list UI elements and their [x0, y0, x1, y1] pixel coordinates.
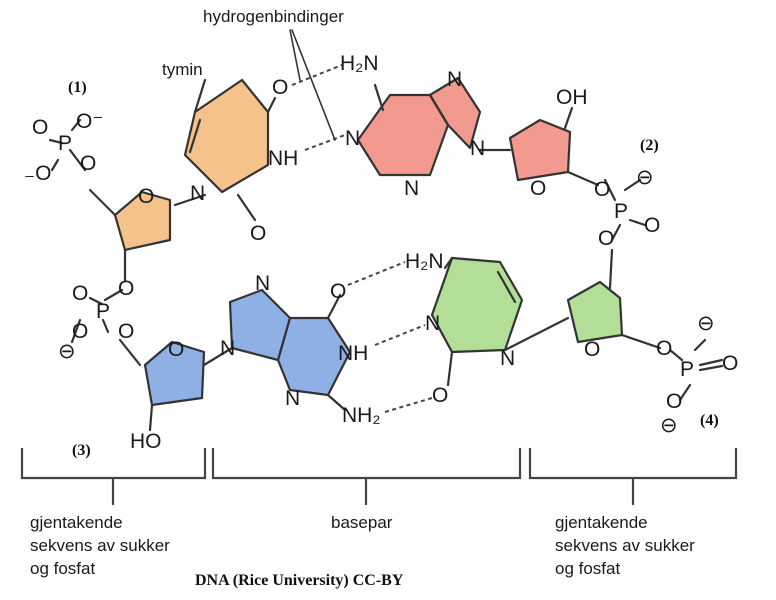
right-backbone-caption-line-1: gjentakende [555, 513, 648, 532]
middle-bracket [211, 448, 522, 505]
adenine-n3: N [404, 177, 419, 200]
right-phosphate-top-charge: ⊖ [636, 166, 654, 189]
right-phosphate-bottom-charge-bottom: ⊖ [660, 414, 678, 437]
cytosine-sugar-o: O [584, 338, 600, 361]
right-phosphate-bottom-o-right: O [722, 352, 738, 375]
right-phosphate-top-o-link: O [594, 178, 610, 201]
right-backbone-caption-line-2: sekvens av sukker [555, 536, 695, 555]
hydrogen-bonds-label: hydrogenbindinger [203, 7, 344, 26]
adenine-sugar-o: O [530, 177, 546, 200]
adenine-sugar-oh: OH [556, 86, 588, 109]
marker-3: (3) [72, 442, 91, 459]
marker-4: (4) [700, 412, 719, 429]
credit-caption: DNA (Rice University) CC-BY [195, 572, 404, 589]
cytosine-ring [432, 258, 522, 352]
hbond-thymine-adenine-2 [304, 134, 346, 151]
hydrogen-bond-pointers [289, 29, 336, 141]
guanine-nh2: NH₂ [342, 404, 380, 427]
thymine-n1: N [190, 182, 205, 205]
cytosine-n1: N [500, 347, 515, 370]
left-phosphate-mid-p: P [96, 300, 110, 323]
left-phosphate-mid-charge: ⊖ [58, 340, 76, 363]
right-phosphate-bottom-o-link: O [656, 337, 672, 360]
guanine-n-top: N [255, 272, 270, 295]
left-phosphate-top-o-minus: O⁻ [76, 110, 103, 133]
ring-fills [115, 78, 622, 405]
guanine-sugar-o: O [168, 338, 184, 361]
hbond-guanine-cytosine-1 [347, 261, 406, 286]
hbond-guanine-cytosine-2 [374, 324, 426, 346]
base-pair-caption: basepar [331, 513, 393, 532]
adenine-n9: N [470, 137, 485, 160]
adenine-six-ring [358, 95, 448, 175]
right-phosphate-bottom-charge-top: ⊖ [697, 312, 715, 335]
right-phosphate-bottom-p: P [680, 358, 694, 381]
left-bracket [20, 448, 207, 505]
brackets [20, 448, 738, 505]
adenine-n1: N [345, 127, 360, 150]
adenine-n-top: N [447, 68, 462, 91]
adenine-five-ring [430, 78, 480, 148]
left-phosphate-mid-o-left2: O [72, 320, 88, 343]
left-phosphate-mid-o-link-top: O [118, 277, 134, 300]
left-backbone-caption-line-1: gjentakende [30, 513, 123, 532]
covalent-bonds [48, 76, 724, 432]
left-phosphate-top-minus-o: ₋O [24, 162, 51, 185]
hbond-thymine-adenine-1 [291, 64, 343, 86]
thymine-label: tymin [162, 60, 203, 79]
left-backbone-caption-line-3: og fosfat [30, 559, 95, 578]
guanine-nh: NH [338, 342, 368, 365]
hydrogen-bonds [291, 64, 433, 413]
thymine-nh: NH [268, 147, 298, 170]
cytosine-o: O [432, 384, 448, 407]
left-phosphate-top-p: P [58, 132, 72, 155]
guanine-six-ring [278, 318, 350, 395]
left-backbone-caption-line-2: sekvens av sukker [30, 536, 170, 555]
bracket-captions: gjentakende sekvens av sukker og fosfat … [30, 513, 695, 589]
thymine-sugar [115, 192, 170, 250]
guanine-sugar [145, 342, 204, 405]
guanine-o: O [330, 280, 346, 303]
cytosine-h2n: H₂N [405, 250, 443, 273]
cytosine-n3: N [425, 312, 440, 335]
guanine-sugar-ho: HO [130, 430, 162, 453]
thymine-o-top: O [272, 76, 288, 99]
guanine-five-ring [230, 290, 290, 360]
right-phosphate-top-o-right: O [644, 214, 660, 237]
guanine-n9: N [220, 337, 235, 360]
marker-1: (1) [68, 79, 87, 96]
right-backbone-caption-line-3: og fosfat [555, 559, 620, 578]
right-phosphate-top-p: P [614, 200, 628, 223]
left-phosphate-mid-o-left: O [72, 282, 88, 305]
adenine-sugar [510, 120, 570, 180]
thymine-ring [185, 80, 268, 192]
thymine-sugar-o: O [138, 185, 154, 208]
adenine-h2n: H₂N [340, 52, 378, 75]
descriptive-labels: hydrogenbindinger tymin (1) (2) (3) (4) [68, 7, 719, 459]
right-bracket [528, 448, 738, 505]
left-phosphate-mid-o-link-bottom: O [118, 320, 134, 343]
cytosine-sugar [568, 282, 622, 342]
hbond-guanine-cytosine-3 [384, 397, 433, 413]
guanine-n3: N [285, 387, 300, 410]
marker-2: (2) [640, 137, 659, 154]
atom-labels: O NH N O H₂N N N N N OH O O O P O⁻ O ₋O … [24, 52, 738, 453]
right-phosphate-bottom-o-bottom: O [666, 390, 682, 413]
thymine-o-bottom: O [250, 222, 266, 245]
left-phosphate-top-o1: O [32, 116, 48, 139]
left-phosphate-top-o-link: O [80, 152, 96, 175]
right-phosphate-top-o-bottom: O [598, 227, 614, 250]
